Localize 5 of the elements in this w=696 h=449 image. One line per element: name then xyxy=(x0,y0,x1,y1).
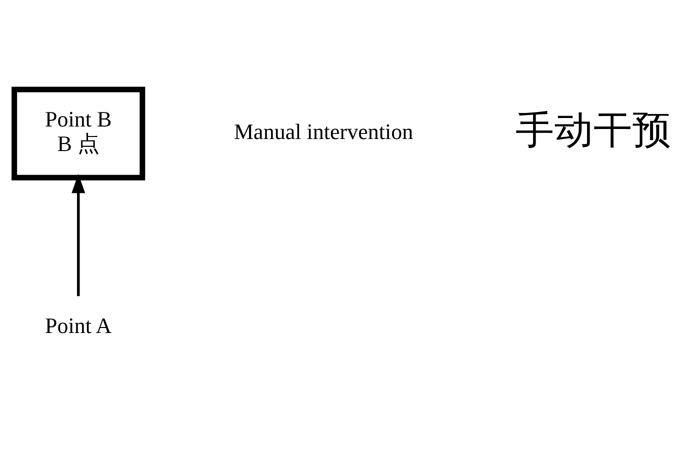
node-box: Point B B 点 xyxy=(12,86,146,180)
node-text: Point A xyxy=(45,313,112,338)
arrow xyxy=(72,174,86,296)
label: 手动干预 xyxy=(516,108,672,154)
label: Manual intervention xyxy=(234,118,414,144)
